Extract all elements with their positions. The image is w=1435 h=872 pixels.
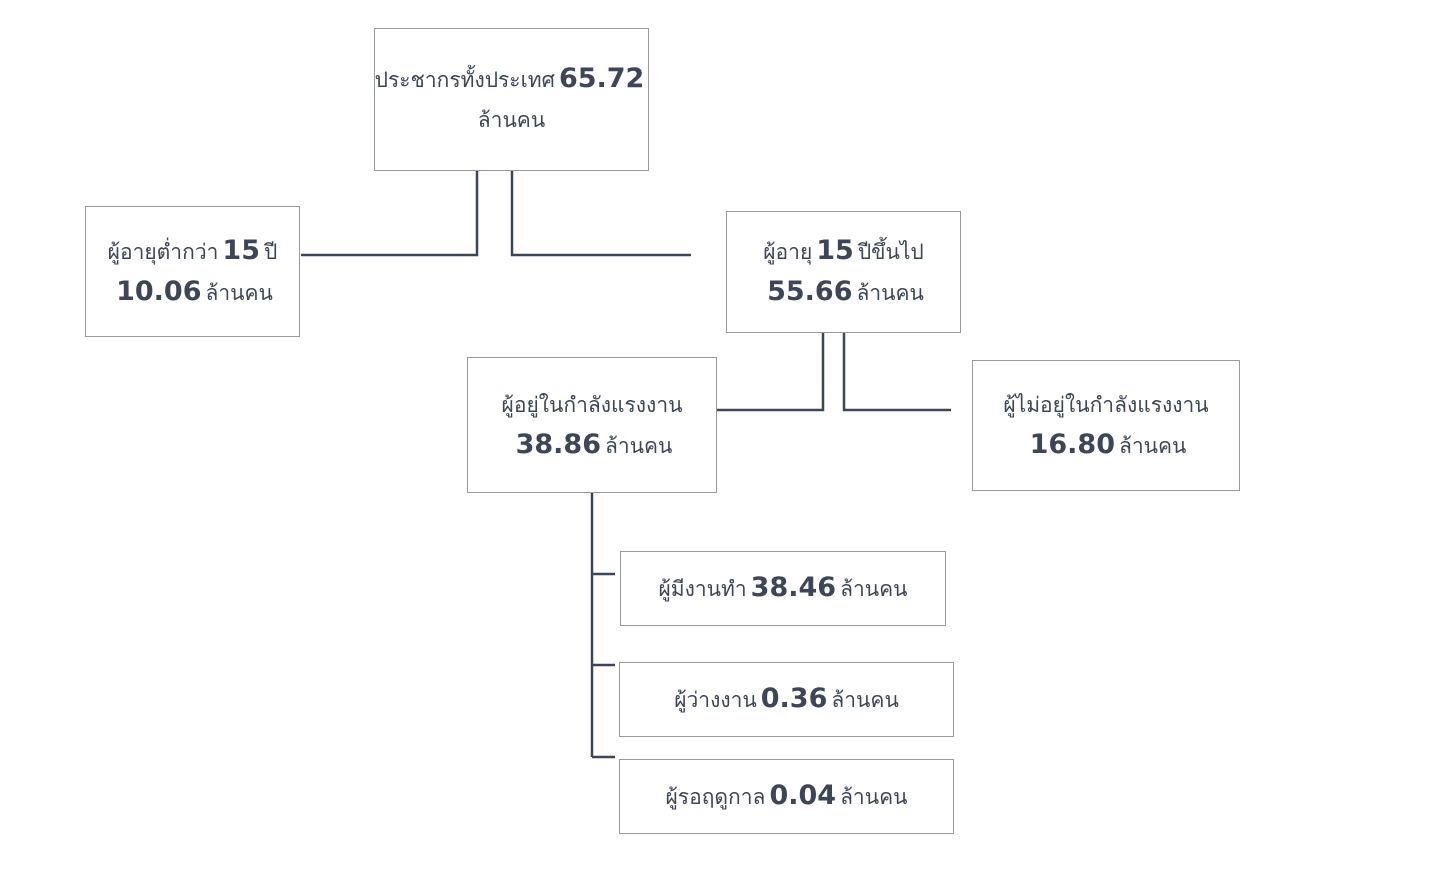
node-value: 38.86 <box>515 428 601 460</box>
node-value: 65.72 <box>558 63 645 94</box>
connector-total-to-15plus <box>510 171 691 257</box>
node-age: 15 <box>222 234 260 266</box>
node-label: ผู้อายุต่ำกว่า <box>107 239 219 264</box>
node-age-unit: ปีขึ้นไป <box>857 240 924 264</box>
node-label: ผู้ไม่อยู่ในกำลังแรงงาน <box>1003 393 1209 417</box>
node-age: 15 <box>816 235 854 266</box>
node-label: ประชากรทั้งประเทศ <box>374 68 555 92</box>
connector-15plus-to-notinlabor <box>842 332 951 412</box>
node-value: 55.66 <box>767 276 853 307</box>
node-label: ผู้อยู่ในกำลังแรงงาน <box>501 392 683 417</box>
node-label: ผู้มีงานทำ <box>658 577 747 601</box>
node-unit: ล้านคน <box>477 108 546 132</box>
node-value: 0.36 <box>760 683 828 714</box>
node-age-unit: ปี <box>263 239 278 264</box>
node-unit: ล้านคน <box>1118 434 1187 458</box>
node-unit: ล้านคน <box>840 785 908 809</box>
connector-total-to-under15 <box>301 171 479 257</box>
node-label: ผู้ว่างงาน <box>674 688 757 712</box>
node-unit: ล้านคน <box>604 433 673 458</box>
node-value: 38.46 <box>750 572 837 603</box>
node-label: ผู้อายุ <box>763 240 813 264</box>
node-unit: ล้านคน <box>205 280 273 305</box>
node-value: 0.04 <box>769 780 837 811</box>
node-value: 16.80 <box>1029 429 1115 460</box>
node-value: 10.06 <box>116 275 202 307</box>
node-unit: ล้านคน <box>856 281 924 305</box>
connector-15plus-to-inlabor <box>717 332 825 412</box>
node-unit: ล้านคน <box>831 688 899 712</box>
node-label: ผู้รอฤดูกาล <box>665 785 766 809</box>
node-unit: ล้านคน <box>840 577 908 601</box>
